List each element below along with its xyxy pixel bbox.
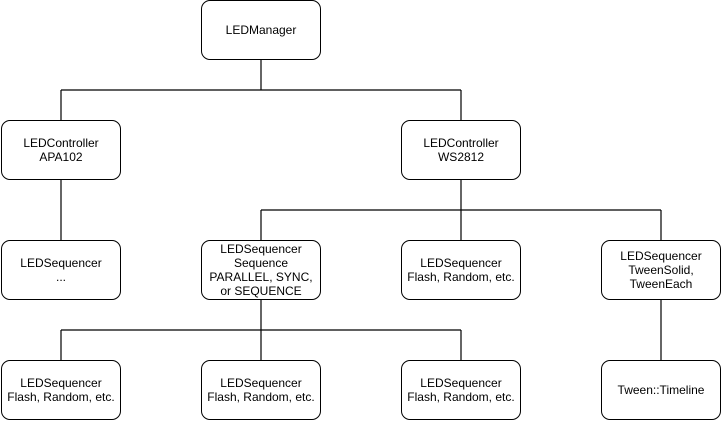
node-text: Flash, Random, etc. [7,390,115,404]
node-text: LEDSequencer [220,242,302,256]
node-text: LEDController [423,136,499,150]
node-led-sequencer-tween: LEDSequencer TweenSolid, TweenEach [601,240,721,300]
connector-ws-sequencers [260,180,662,240]
node-text: LEDManager [225,23,297,37]
node-text: Flash, Random, etc. [407,270,515,284]
node-text: LEDSequencer [620,249,702,263]
node-text: Flash, Random, etc. [407,390,515,404]
node-text: LEDSequencer [420,376,502,390]
node-text: LEDSequencer [420,256,502,270]
connector-sequence-children [60,300,462,360]
node-text: ... [55,270,66,284]
node-text: LEDController [23,136,99,150]
node-led-manager: LEDManager [201,0,321,60]
node-text: PARALLEL, SYNC, [209,270,313,284]
node-text: TweenEach [629,277,693,291]
node-tween-timeline: Tween::Timeline [601,360,721,420]
node-text: or SEQUENCE [220,284,302,298]
node-text: Flash, Random, etc. [207,390,315,404]
node-text: LEDSequencer [20,256,102,270]
node-text: LEDSequencer [20,376,102,390]
node-text: Tween::Timeline [617,383,705,397]
node-led-controller-apa102: LEDController APA102 [1,120,121,180]
connector-manager-controllers [60,60,462,120]
node-text: WS2812 [437,150,485,164]
node-text: LEDSequencer [220,376,302,390]
node-text: TweenSolid, [628,263,694,277]
node-child-sequencer-3: LEDSequencer Flash, Random, etc. [401,360,521,420]
node-child-sequencer-1: LEDSequencer Flash, Random, etc. [1,360,121,420]
node-led-sequencer-flash: LEDSequencer Flash, Random, etc. [401,240,521,300]
node-led-sequencer-sequence: LEDSequencer Sequence PARALLEL, SYNC, or… [201,240,321,300]
node-led-sequencer-apa: LEDSequencer ... [1,240,121,300]
node-text: APA102 [39,150,83,164]
node-child-sequencer-2: LEDSequencer Flash, Random, etc. [201,360,321,420]
node-text: Sequence [233,256,289,270]
node-led-controller-ws2812: LEDController WS2812 [401,120,521,180]
